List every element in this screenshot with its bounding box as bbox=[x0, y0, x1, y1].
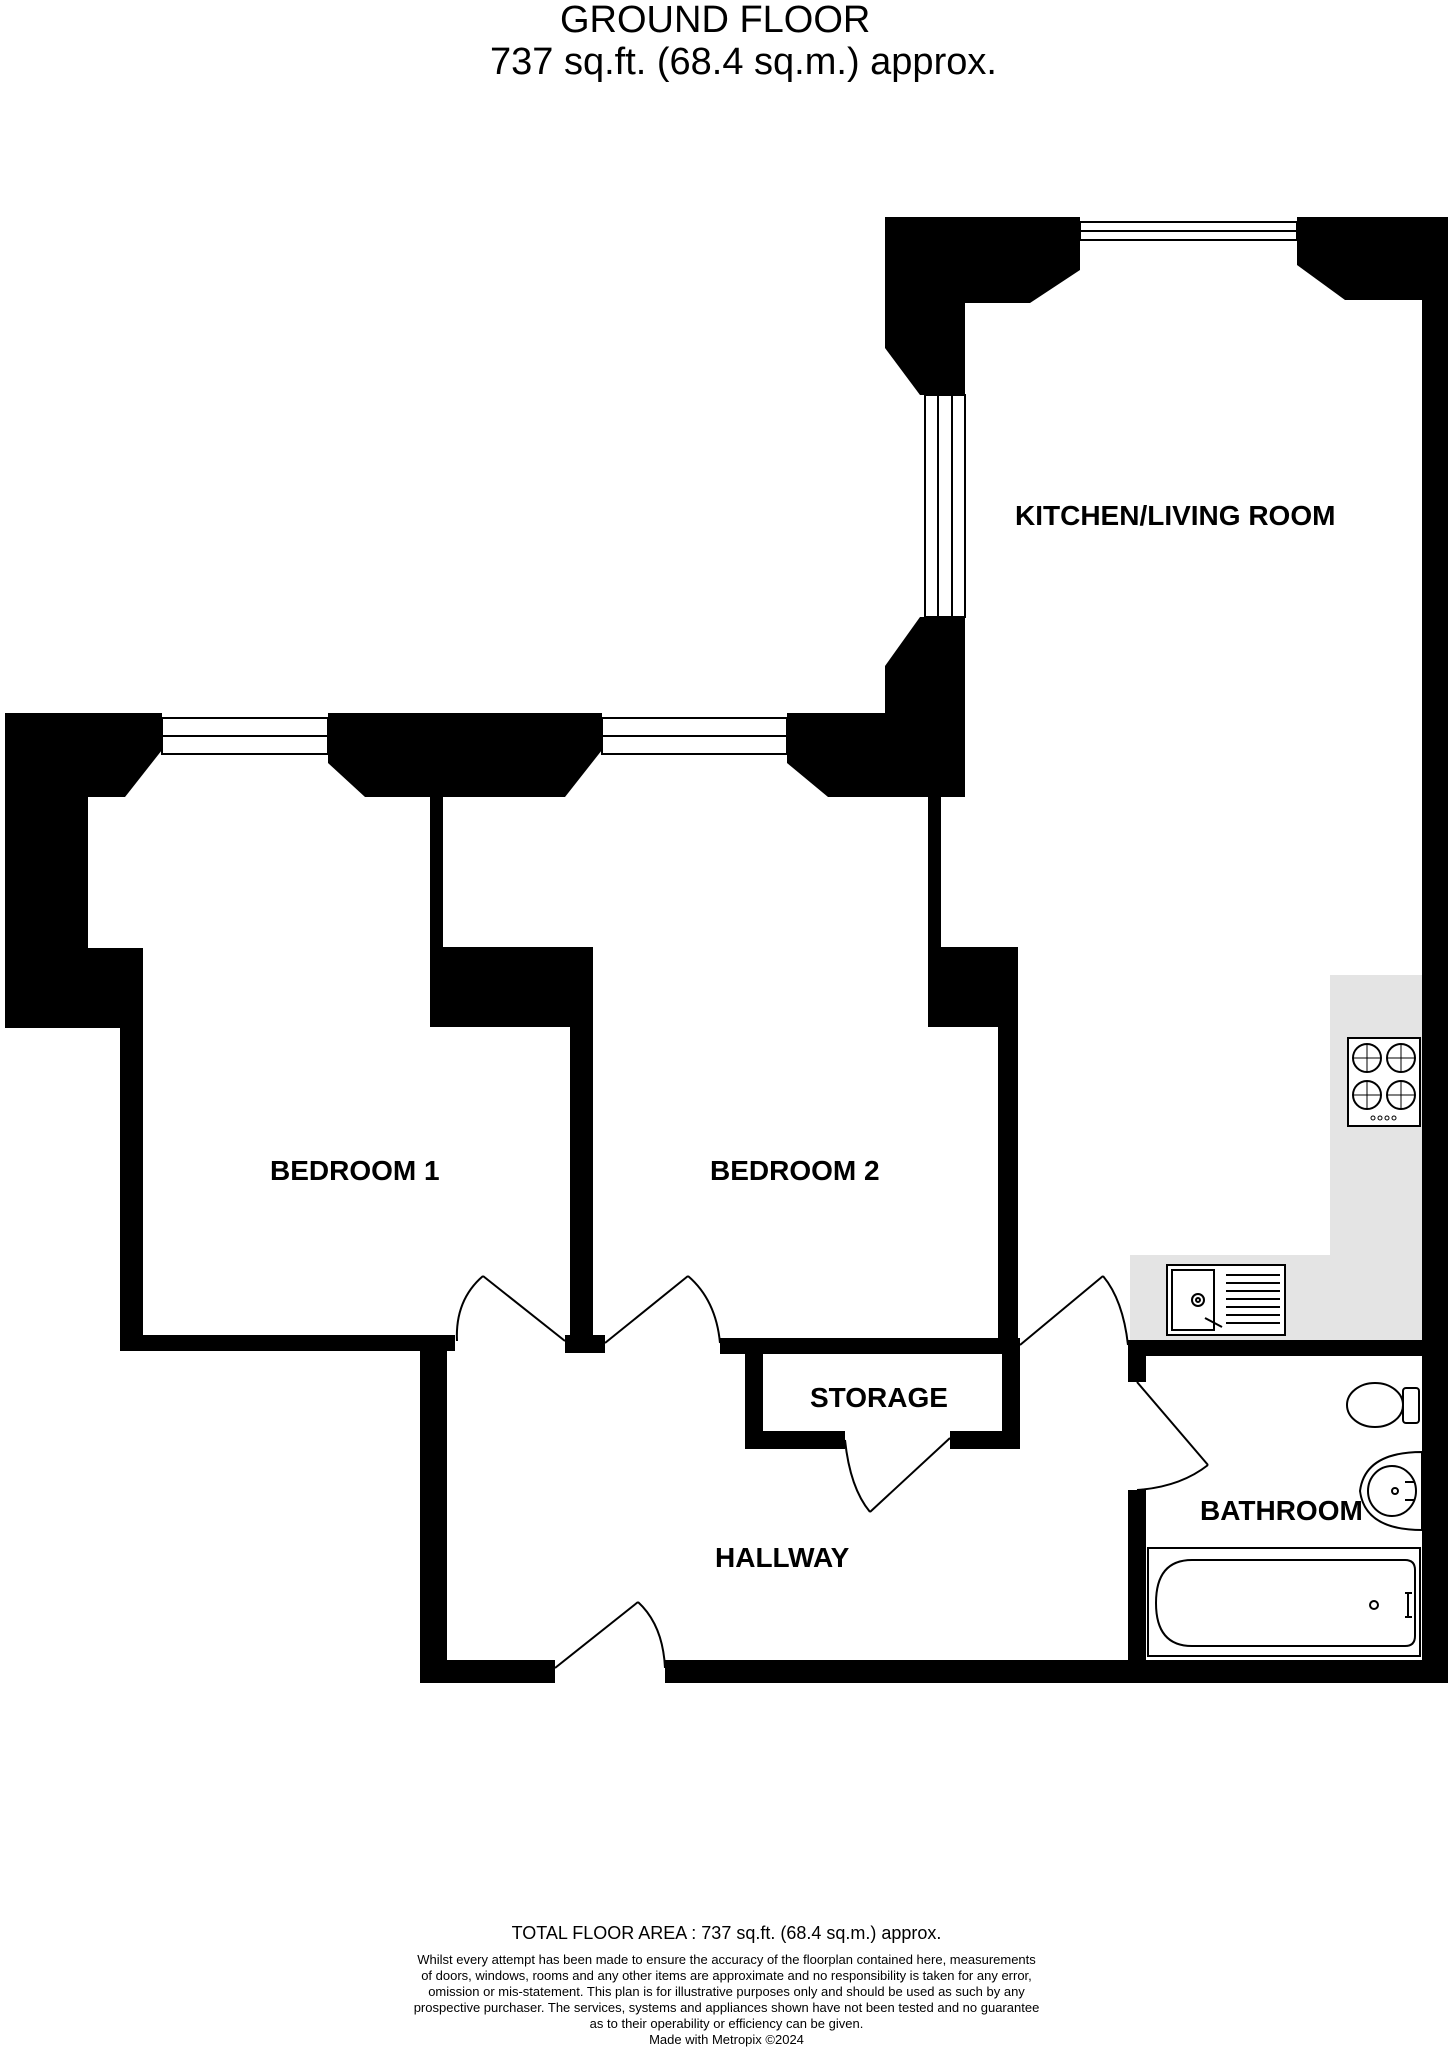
label-hallway: HALLWAY bbox=[715, 1542, 850, 1573]
label-bathroom: BATHROOM bbox=[1200, 1495, 1363, 1526]
floor-area: 737 sq.ft. (68.4 sq.m.) approx. bbox=[490, 41, 997, 83]
basin-icon bbox=[1358, 1450, 1423, 1532]
label-kitchen: KITCHEN/LIVING ROOM bbox=[1015, 500, 1335, 531]
bath-icon bbox=[1147, 1547, 1421, 1657]
windows bbox=[161, 221, 1298, 755]
door-entrance bbox=[554, 1601, 666, 1669]
door-bedroom-2 bbox=[604, 1275, 721, 1344]
walls bbox=[5, 217, 1448, 1683]
label-storage: STORAGE bbox=[810, 1382, 948, 1413]
made-with-credit: Made with Metropix ©2024 bbox=[649, 2032, 804, 2047]
window-bedroom-2 bbox=[601, 717, 788, 755]
window-bedroom-1 bbox=[161, 717, 329, 755]
sink-icon bbox=[1166, 1264, 1286, 1336]
hob-icon bbox=[1347, 1037, 1421, 1127]
disclaimer-line: of doors, windows, rooms and any other i… bbox=[421, 1968, 1032, 1983]
disclaimer-line: omission or mis-statement. This plan is … bbox=[428, 1984, 1025, 1999]
disclaimer-line: Whilst every attempt has been made to en… bbox=[417, 1952, 1036, 1967]
door-kitchen bbox=[1019, 1275, 1129, 1346]
doors bbox=[455, 1275, 1209, 1669]
label-bedroom-1: BEDROOM 1 bbox=[270, 1155, 440, 1186]
window-kitchen-side bbox=[924, 394, 966, 618]
door-bathroom bbox=[1136, 1381, 1209, 1491]
room-labels: KITCHEN/LIVING ROOM BEDROOM 1 BEDROOM 2 … bbox=[270, 500, 1363, 1573]
floor-title: GROUND FLOOR bbox=[560, 0, 871, 41]
total-floor-area: TOTAL FLOOR AREA : 737 sq.ft. (68.4 sq.m… bbox=[511, 1923, 942, 1943]
disclaimer-line: as to their operability or efficiency ca… bbox=[589, 2016, 864, 2031]
door-bedroom-1 bbox=[455, 1275, 566, 1342]
toilet-icon bbox=[1346, 1382, 1420, 1428]
label-bedroom-2: BEDROOM 2 bbox=[710, 1155, 880, 1186]
disclaimer: Whilst every attempt has been made to en… bbox=[0, 1952, 1453, 2048]
window-kitchen-top bbox=[1079, 221, 1298, 241]
disclaimer-line: prospective purchaser. The services, sys… bbox=[413, 2000, 1040, 2015]
door-storage bbox=[844, 1437, 951, 1513]
